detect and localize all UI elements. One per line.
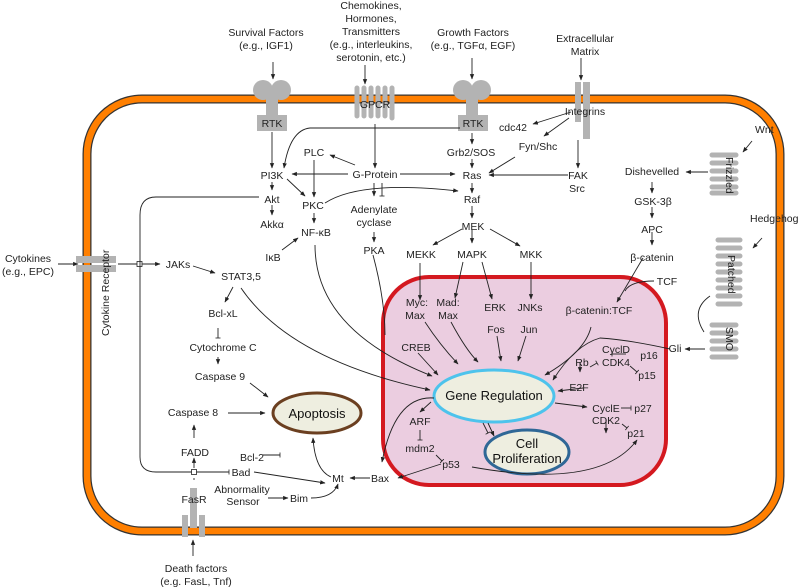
node-bim: Bim [290, 493, 308, 505]
apoptosis-label: Apoptosis [288, 406, 346, 421]
node-mek: MEK [462, 221, 485, 233]
chemokines-label: Chemokines,Hormones,Transmitters(e.g., i… [330, 0, 413, 64]
node-akka: Akkα [260, 219, 284, 231]
node-caspase8: Caspase 8 [168, 407, 218, 419]
node-pi3k: PI3K [261, 170, 284, 182]
node-p27: p27 [634, 403, 652, 415]
smo-label: SMO [723, 327, 735, 351]
wnt-label: Wnt [755, 124, 774, 136]
node-mdm2: mdm2 [405, 443, 434, 455]
rtk-growth-label: RTK [463, 118, 484, 130]
node-ras: Ras [463, 170, 482, 182]
node-cycle: CyclE [592, 403, 619, 415]
fasr-label: FasR [181, 494, 207, 506]
node-e2f: E2F [569, 382, 588, 394]
node-fak: FAK [568, 170, 588, 182]
node-myc: Myc: [406, 297, 428, 309]
node-mekk: MEKK [406, 249, 436, 261]
growth-factors-label: Growth Factors(e.g., TGFα, EGF) [431, 27, 516, 52]
fasr-receptor [182, 488, 205, 537]
gpcr-receptor [354, 85, 395, 121]
node-jnks: JNKs [517, 302, 542, 314]
node-max-2: Max [438, 310, 459, 322]
node-cdk4: CDK4 [602, 357, 630, 369]
apoptosis-oval [271, 391, 363, 435]
node-p21: p21 [627, 428, 645, 440]
node-gli: Gli [669, 343, 682, 355]
frizzled-receptor [709, 152, 739, 196]
node-cdk2: CDK2 [592, 415, 620, 427]
node-jaks: JAKs [166, 259, 191, 271]
node-max-1: Max [405, 310, 426, 322]
gene-regulation-label: Gene Regulation [445, 388, 543, 403]
gene-regulation-oval [432, 368, 556, 424]
node-bcatenin: β-catenin [630, 252, 674, 264]
node-mkk: MKK [520, 249, 543, 261]
cytokines-label: Cytokines(e.g., EPC) [2, 253, 54, 278]
death-factors-label: Death factors(e.g. FasL, Tnf) [160, 563, 232, 587]
node-creb: CREB [401, 342, 430, 354]
node-grb2sos: Grb2/SOS [447, 147, 495, 159]
node-apc: APC [641, 224, 663, 236]
node-ikb: IκB [265, 252, 280, 264]
survival-factors-label: Survival Factors(e.g., IGF1) [228, 27, 303, 52]
cytokine-receptor-label: Cytokine Receptor [100, 249, 112, 336]
pathway-edges [58, 58, 763, 556]
node-bcatenin-tcf: β-catenin:TCF [566, 305, 633, 317]
cytokine-receptor [76, 256, 116, 272]
node-bax: Bax [371, 473, 390, 485]
node-tcf: TCF [657, 276, 677, 288]
node-fos: Fos [487, 324, 505, 336]
node-fadd: FADD [181, 447, 209, 459]
node-akt: Akt [264, 194, 279, 206]
node-bad: Bad [232, 467, 251, 479]
node-stat35: STAT3,5 [221, 271, 261, 283]
node-nfkb: NF-κB [301, 227, 331, 239]
integrins-label: Integrins [565, 106, 605, 118]
node-mt: Mt [332, 473, 344, 485]
rtk-growth-receptor [453, 80, 491, 131]
node-arf: ARF [410, 416, 431, 428]
node-mad: Mad: [436, 297, 459, 309]
node-gprotein: G-Protein [353, 169, 398, 181]
frizzled-label: Frizzled [723, 157, 735, 194]
node-pka: PKA [363, 245, 384, 257]
node-plc: PLC [304, 147, 325, 159]
smo-receptor [709, 322, 739, 360]
node-mapk: MAPK [457, 249, 487, 261]
node-gsk3b: GSK-3β [634, 196, 672, 208]
node-bcl2: Bcl-2 [240, 452, 264, 464]
node-erk: ERK [484, 302, 506, 314]
node-bclxl: Bcl-xL [208, 308, 237, 320]
node-cycld: CyclD [602, 344, 630, 356]
node-src: Src [569, 183, 585, 195]
node-cdc42: cdc42 [499, 122, 527, 134]
node-fynshc: Fyn/Shc [519, 141, 558, 153]
node-dishevelled: Dishevelled [625, 166, 679, 178]
patched-label: Patched [725, 255, 737, 294]
node-p16: p16 [640, 350, 658, 362]
hedgehog-label: Hedgehog [750, 213, 799, 225]
node-p53: p53 [442, 459, 460, 471]
cell-membrane-fill [83, 95, 784, 535]
node-raf: Raf [464, 194, 480, 206]
patched-receptor [715, 237, 743, 307]
node-cytochrome-c: Cytochrome C [189, 342, 257, 354]
node-pkc: PKC [302, 200, 324, 212]
integrins-receptor [575, 82, 590, 139]
rtk-survival-receptor [253, 80, 291, 131]
node-jun: Jun [521, 324, 538, 336]
node-rb: Rb [575, 357, 589, 369]
rtk-survival-label: RTK [262, 118, 283, 130]
node-caspase9: Caspase 9 [195, 371, 245, 383]
gpcr-label: GPCR [360, 99, 391, 111]
node-p15: p15 [638, 370, 656, 382]
